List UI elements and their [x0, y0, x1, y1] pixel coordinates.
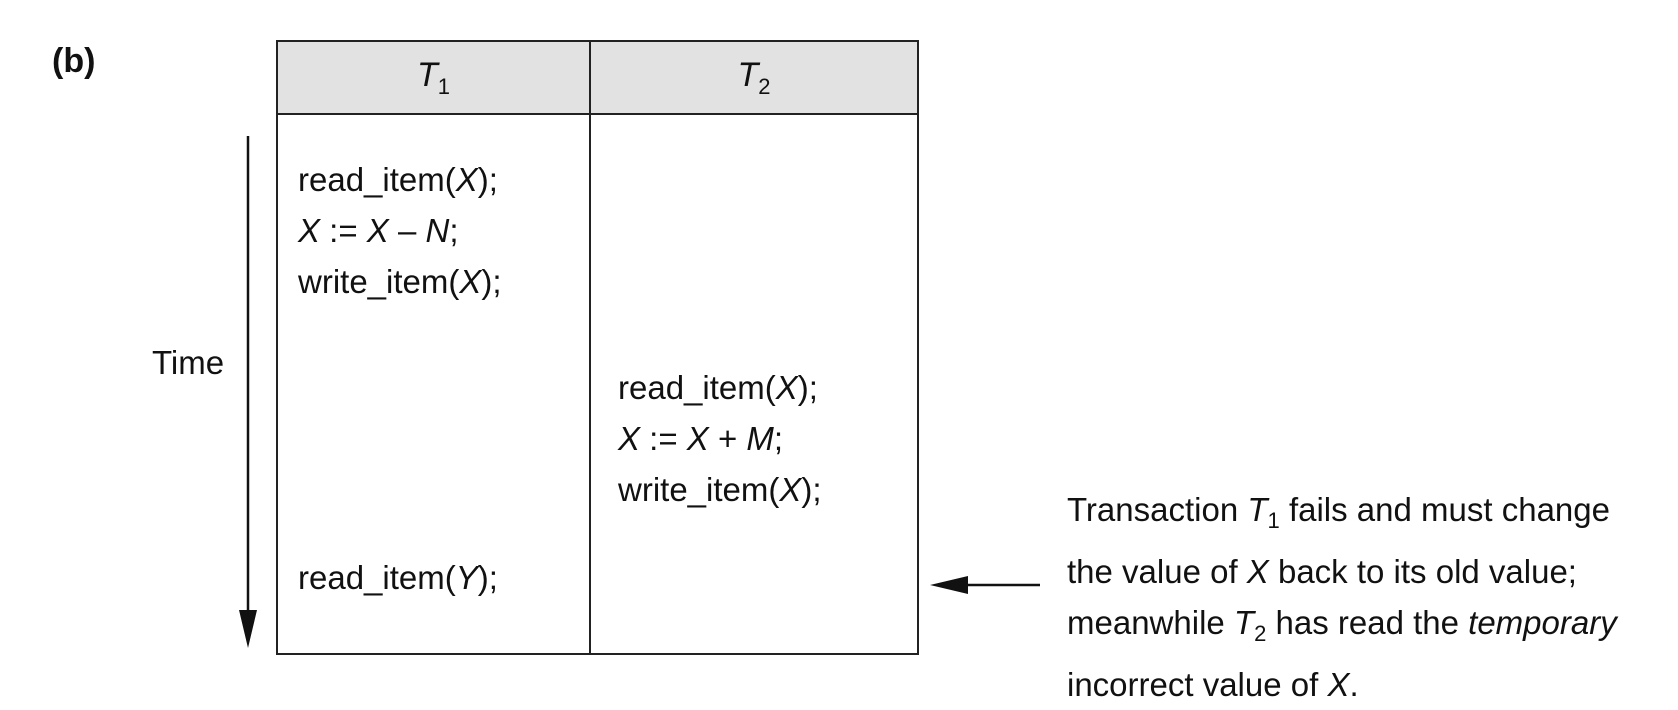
- t1-operations-group-2: read_item(Y);: [298, 552, 498, 603]
- t1-operations-group-1: read_item(X); X := X – N; write_item(X);: [298, 154, 502, 307]
- failure-annotation: Transaction T1 fails and must change the…: [1067, 484, 1617, 710]
- t1-op-read-x: read_item(X);: [298, 161, 498, 198]
- t2-op-assign-x: X := X + M;: [618, 420, 784, 457]
- t2-operations: read_item(X); X := X + M; write_item(X);: [618, 362, 822, 515]
- column-header-t1: T1: [416, 56, 451, 99]
- schedule-table: T1 T2 read_item(X); X := X – N; write_it…: [276, 40, 919, 655]
- column-header-t2: T2: [737, 56, 771, 99]
- t2-op-read-x: read_item(X);: [618, 369, 818, 406]
- t1-op-assign-x: X := X – N;: [298, 212, 459, 249]
- t2-op-write-x: write_item(X);: [618, 471, 822, 508]
- time-arrow: [239, 136, 257, 648]
- annotation-line-4: incorrect value of X.: [1067, 666, 1359, 703]
- annotation-line-1: Transaction T1 fails and must change: [1067, 491, 1610, 533]
- figure-label: (b): [52, 42, 96, 80]
- table-header-row: [278, 42, 917, 115]
- column-divider: [589, 42, 591, 653]
- time-axis-label: Time: [152, 344, 225, 381]
- annotation-pointer-arrow: [930, 576, 1040, 594]
- t1-op-write-x: write_item(X);: [298, 263, 502, 300]
- t1-op-read-y: read_item(Y);: [298, 559, 498, 596]
- annotation-line-2: the value of X back to its old value;: [1067, 553, 1577, 590]
- annotation-line-3: meanwhile T2 has read the temporary: [1067, 604, 1617, 646]
